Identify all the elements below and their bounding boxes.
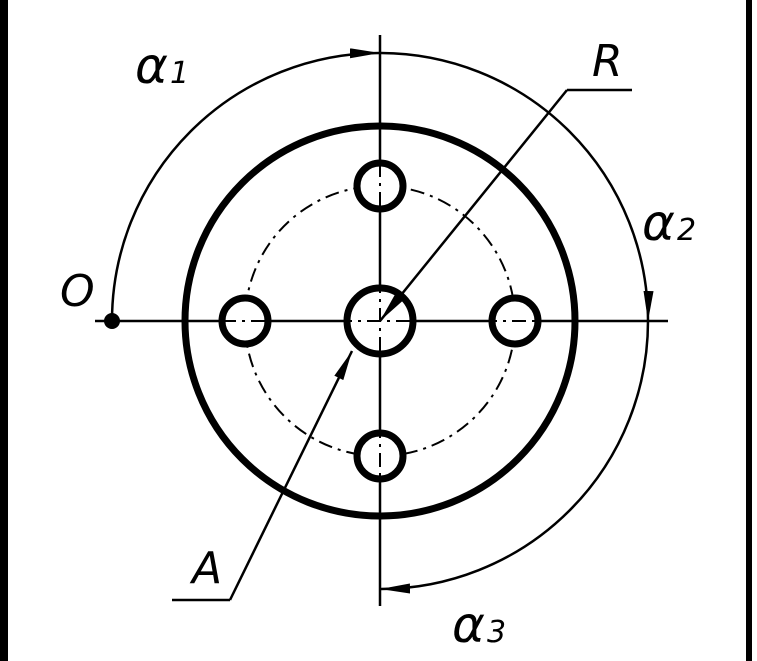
alpha2-arc xyxy=(379,51,650,322)
alpha2-label: α2 xyxy=(642,194,696,252)
alpha1-label: α1 xyxy=(135,37,189,95)
radius-label: R xyxy=(592,36,623,87)
alpha3-arc xyxy=(379,320,650,591)
frame-left-border xyxy=(0,0,8,661)
origin-label: O xyxy=(60,266,95,317)
frame-right-border xyxy=(746,0,752,661)
alpha3-label: α3 xyxy=(452,596,506,654)
radius-leader xyxy=(379,89,568,322)
outer-circle xyxy=(181,122,579,520)
alpha1-arc xyxy=(110,51,381,322)
point-a-leader xyxy=(228,350,354,601)
point-a-label: A xyxy=(189,543,222,594)
